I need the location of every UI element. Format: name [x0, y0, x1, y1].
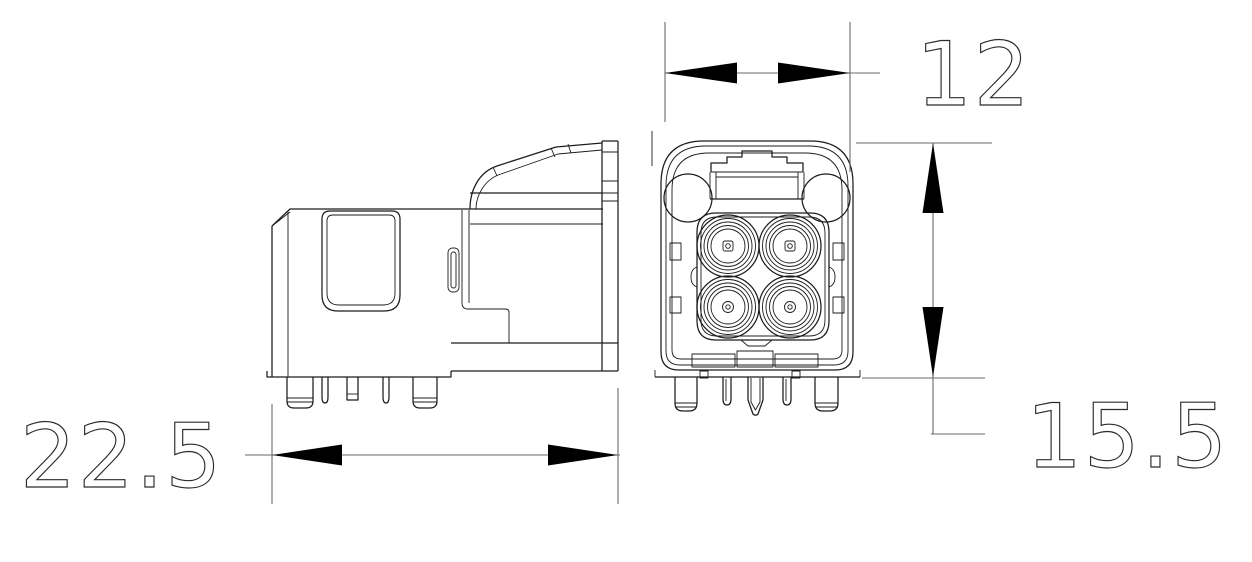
dimension-overall-depth: 22.5	[19, 388, 620, 509]
dimension-face-height: 15.5	[856, 142, 1229, 489]
front-view-bottom-locks	[691, 350, 819, 368]
side-view	[266, 140, 619, 409]
arrowhead-right	[778, 62, 850, 84]
round-center-pin	[784, 301, 796, 313]
dimension-label-face-height: 15.5	[1026, 385, 1229, 488]
terminal-bottom-left	[696, 275, 760, 339]
terminal-bottom-right	[758, 275, 822, 339]
dimension-label-overall-depth: 22.5	[20, 405, 223, 508]
terminal-top-right	[758, 214, 822, 278]
front-view	[651, 131, 861, 416]
side-view-small-window	[447, 247, 460, 293]
side-view-front-cap	[601, 140, 619, 371]
arrowhead-top	[922, 143, 944, 213]
front-view-terminal-cavity	[690, 212, 836, 347]
side-view-latch-slot	[321, 210, 401, 312]
side-view-mounting-pins	[286, 377, 438, 409]
square-center-pin	[722, 240, 734, 252]
round-center-pin	[722, 301, 734, 313]
front-view-housing-outline	[651, 131, 854, 371]
side-view-latch-lever	[469, 142, 603, 210]
front-view-mounting-pins	[674, 377, 839, 416]
arrowhead-left	[272, 444, 342, 466]
guide-hole-right	[801, 173, 851, 223]
side-view-body-outline	[266, 208, 618, 378]
arrowhead-left	[665, 62, 737, 84]
square-center-pin	[784, 240, 796, 252]
dimension-face-width: 12	[664, 22, 1032, 172]
arrowhead-bottom	[922, 307, 944, 377]
front-view-mounting-rail	[654, 370, 861, 379]
arrowhead-right	[548, 444, 618, 466]
guide-hole-left	[663, 173, 713, 223]
front-view-latch	[709, 150, 805, 200]
dimension-label-face-width: 12	[916, 23, 1032, 126]
front-view-side-tabs	[669, 242, 845, 314]
